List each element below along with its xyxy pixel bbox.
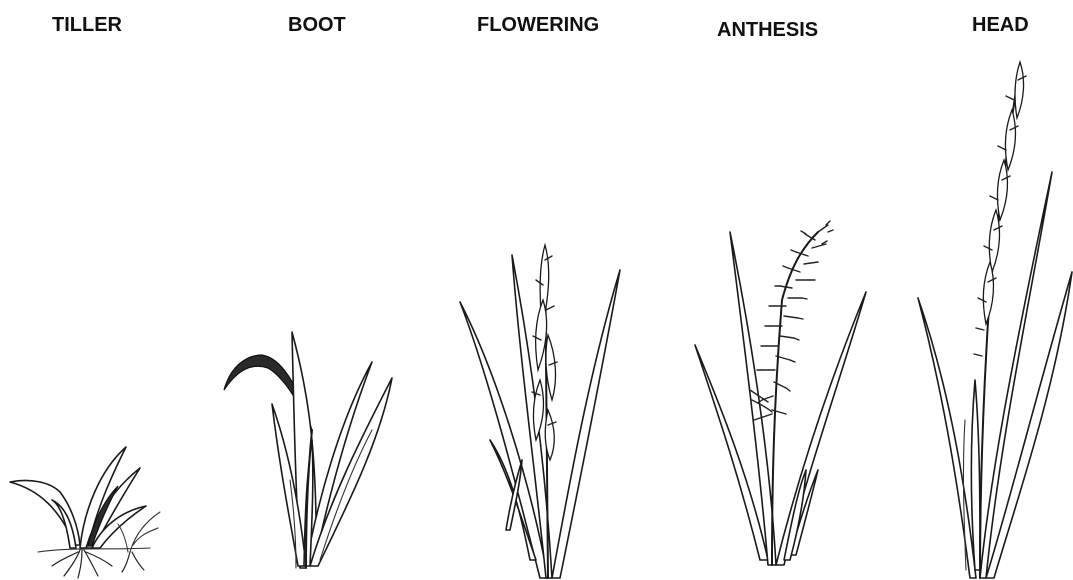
head-plant-icon [918,62,1072,578]
anthesis-plant-icon [695,221,866,565]
tiller-plant-icon [10,447,160,578]
boot-plant-icon [224,332,392,568]
flowering-plant-icon [460,245,620,578]
